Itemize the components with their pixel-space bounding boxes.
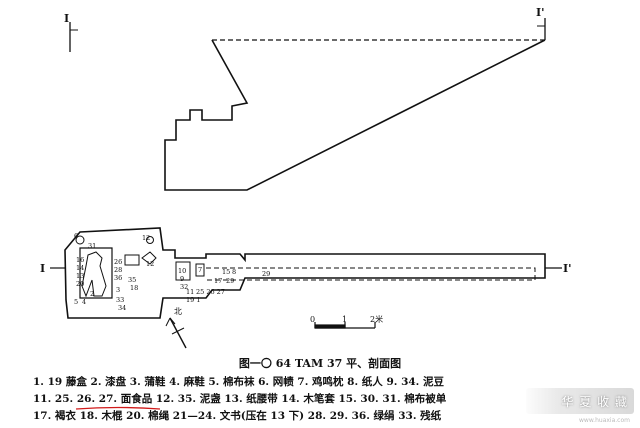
plan-label: 33 xyxy=(116,296,124,304)
watermark-url: www.huaxia.com xyxy=(579,417,630,424)
vessel-circle-1 xyxy=(75,235,85,245)
plan-label: 29 xyxy=(262,270,270,278)
object-shoes xyxy=(141,251,157,265)
north-label: 北 xyxy=(174,307,182,316)
plan-label: 4 xyxy=(82,298,86,306)
north-arrow-line xyxy=(169,317,187,349)
plan-label: 26 xyxy=(114,258,122,266)
section-mark-profile-left: I xyxy=(64,12,69,25)
plan-label: 29 xyxy=(226,277,234,285)
plan-label: 7 xyxy=(198,266,202,274)
plan-label: 5 xyxy=(74,298,78,306)
section-mark-profile-right: I' xyxy=(536,6,545,19)
plan-label: 6 xyxy=(74,232,78,240)
legend-line-1: 1. 19 藤盒 2. 漆盘 3. 蒲鞋 4. 麻鞋 5. 棉布袜 6. 网帻 … xyxy=(33,376,444,388)
plan-label: 36 xyxy=(114,274,122,282)
scale-bar-block xyxy=(314,324,346,329)
plan-label: 12 xyxy=(142,234,150,242)
section-profile xyxy=(69,18,546,191)
plan-label: 2 xyxy=(90,290,94,298)
figure-caption: 图一〇 64 TAM 37 平、剖面图 xyxy=(238,357,402,370)
plan-label: 13 xyxy=(76,272,84,280)
plan-label: 14 xyxy=(76,264,84,272)
plan-label: 9 xyxy=(180,275,184,283)
section-mark-plan-right: I' xyxy=(563,262,572,275)
plan-label: 25 26 27 xyxy=(196,288,225,296)
legend-line-3: 17. 褐衣 18. 木棍 20. 棉绳 21—24. 文书(压在 13 下) … xyxy=(33,410,442,422)
plan-object-labels: 6 31 16 14 13 20 2 5 4 26 28 36 3 12 12 … xyxy=(74,232,270,312)
object-box-2 xyxy=(175,261,191,281)
plan-label: 35 xyxy=(128,276,136,284)
plan-label: 15 xyxy=(222,268,230,276)
north-arrow xyxy=(165,317,187,349)
object-box-3 xyxy=(195,263,205,277)
ramp-and-chamber-profile xyxy=(164,39,546,191)
plan-label: 8 xyxy=(232,268,236,276)
section-mark-plan-left: I xyxy=(40,262,45,275)
plan-label: 10 xyxy=(178,267,186,275)
plan-label: 31 xyxy=(88,242,96,250)
legend-line-2: 11. 25. 26. 27. 面食品 12. 35. 泥盏 13. 纸腰带 1… xyxy=(33,393,447,405)
plan-label: 11 xyxy=(186,288,194,296)
plan-label: 28 xyxy=(114,266,122,274)
plan-label: 3 xyxy=(116,286,120,294)
red-underline-mark xyxy=(75,406,161,410)
plan-label: 17 xyxy=(214,277,222,285)
plan-label: 20 xyxy=(76,280,84,288)
plan-label: 19 1 xyxy=(186,296,200,304)
section-plan xyxy=(50,227,562,319)
passage-dashed xyxy=(206,267,536,281)
watermark: 华 夏 收 藏 xyxy=(526,388,634,414)
plan-label: 32 xyxy=(180,283,188,291)
tomb-chamber-outline xyxy=(64,227,546,319)
vessel-circle-2 xyxy=(146,236,154,244)
plan-label: 34 xyxy=(118,304,126,312)
scale-bar xyxy=(314,322,376,329)
watermark-text: 华 夏 收 藏 xyxy=(561,394,628,409)
plan-label: 16 xyxy=(76,256,84,264)
north-arrow-head xyxy=(165,317,176,327)
scale-label-1: 1 xyxy=(342,315,347,324)
coffin-outline xyxy=(79,247,113,299)
scale-label-0: 0 xyxy=(310,315,315,324)
skeleton-figure xyxy=(81,251,107,298)
plan-label: 18 xyxy=(130,284,138,292)
scale-label-2: 2米 xyxy=(370,314,383,324)
object-box-1 xyxy=(124,254,140,266)
north-arrow-tick xyxy=(171,327,185,335)
plan-label: 12 xyxy=(146,260,154,268)
